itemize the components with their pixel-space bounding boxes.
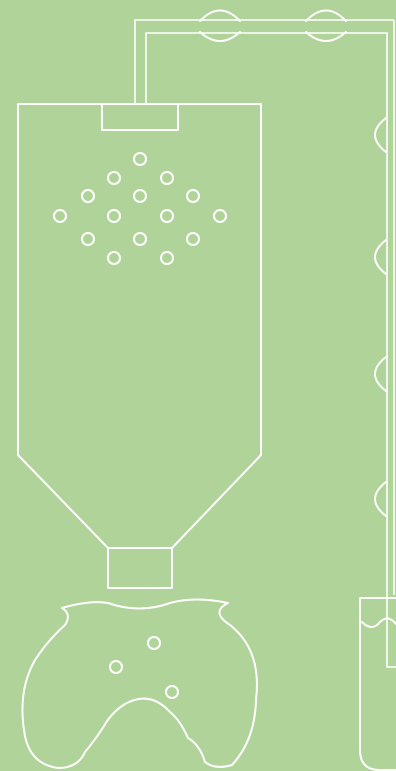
bubble — [54, 210, 66, 222]
blob-dot — [110, 661, 122, 673]
blob-outline — [22, 600, 257, 769]
bubble — [108, 210, 120, 222]
bubble — [134, 190, 146, 202]
cup-tube-end — [387, 595, 396, 667]
bubble — [82, 233, 94, 245]
blob-dot — [148, 637, 160, 649]
side-clamp-3 — [375, 357, 386, 391]
tube-clamps — [200, 11, 386, 517]
top-clamp-2 — [306, 11, 346, 42]
side-clamp-2 — [375, 240, 386, 274]
bubble — [161, 210, 173, 222]
bubble — [134, 153, 146, 165]
cup-liquid — [362, 618, 396, 627]
side-clamp-1 — [375, 118, 386, 152]
side-clamp-4 — [375, 482, 386, 516]
bubble — [187, 190, 199, 202]
bubble — [108, 172, 120, 184]
organic-blob — [22, 600, 257, 769]
bubble — [214, 210, 226, 222]
bubble — [161, 172, 173, 184]
bubbles — [54, 153, 226, 264]
top-clamp-1 — [200, 11, 240, 42]
bubble — [134, 233, 146, 245]
bubble — [161, 252, 173, 264]
hopper-tank — [18, 104, 261, 588]
bubble — [187, 233, 199, 245]
blob-dot — [166, 686, 178, 698]
tank-body — [18, 104, 261, 588]
collection-cup — [360, 595, 396, 770]
tank-cap — [102, 104, 178, 130]
bubble — [108, 252, 120, 264]
bubble — [82, 190, 94, 202]
feed-tube — [135, 20, 394, 595]
